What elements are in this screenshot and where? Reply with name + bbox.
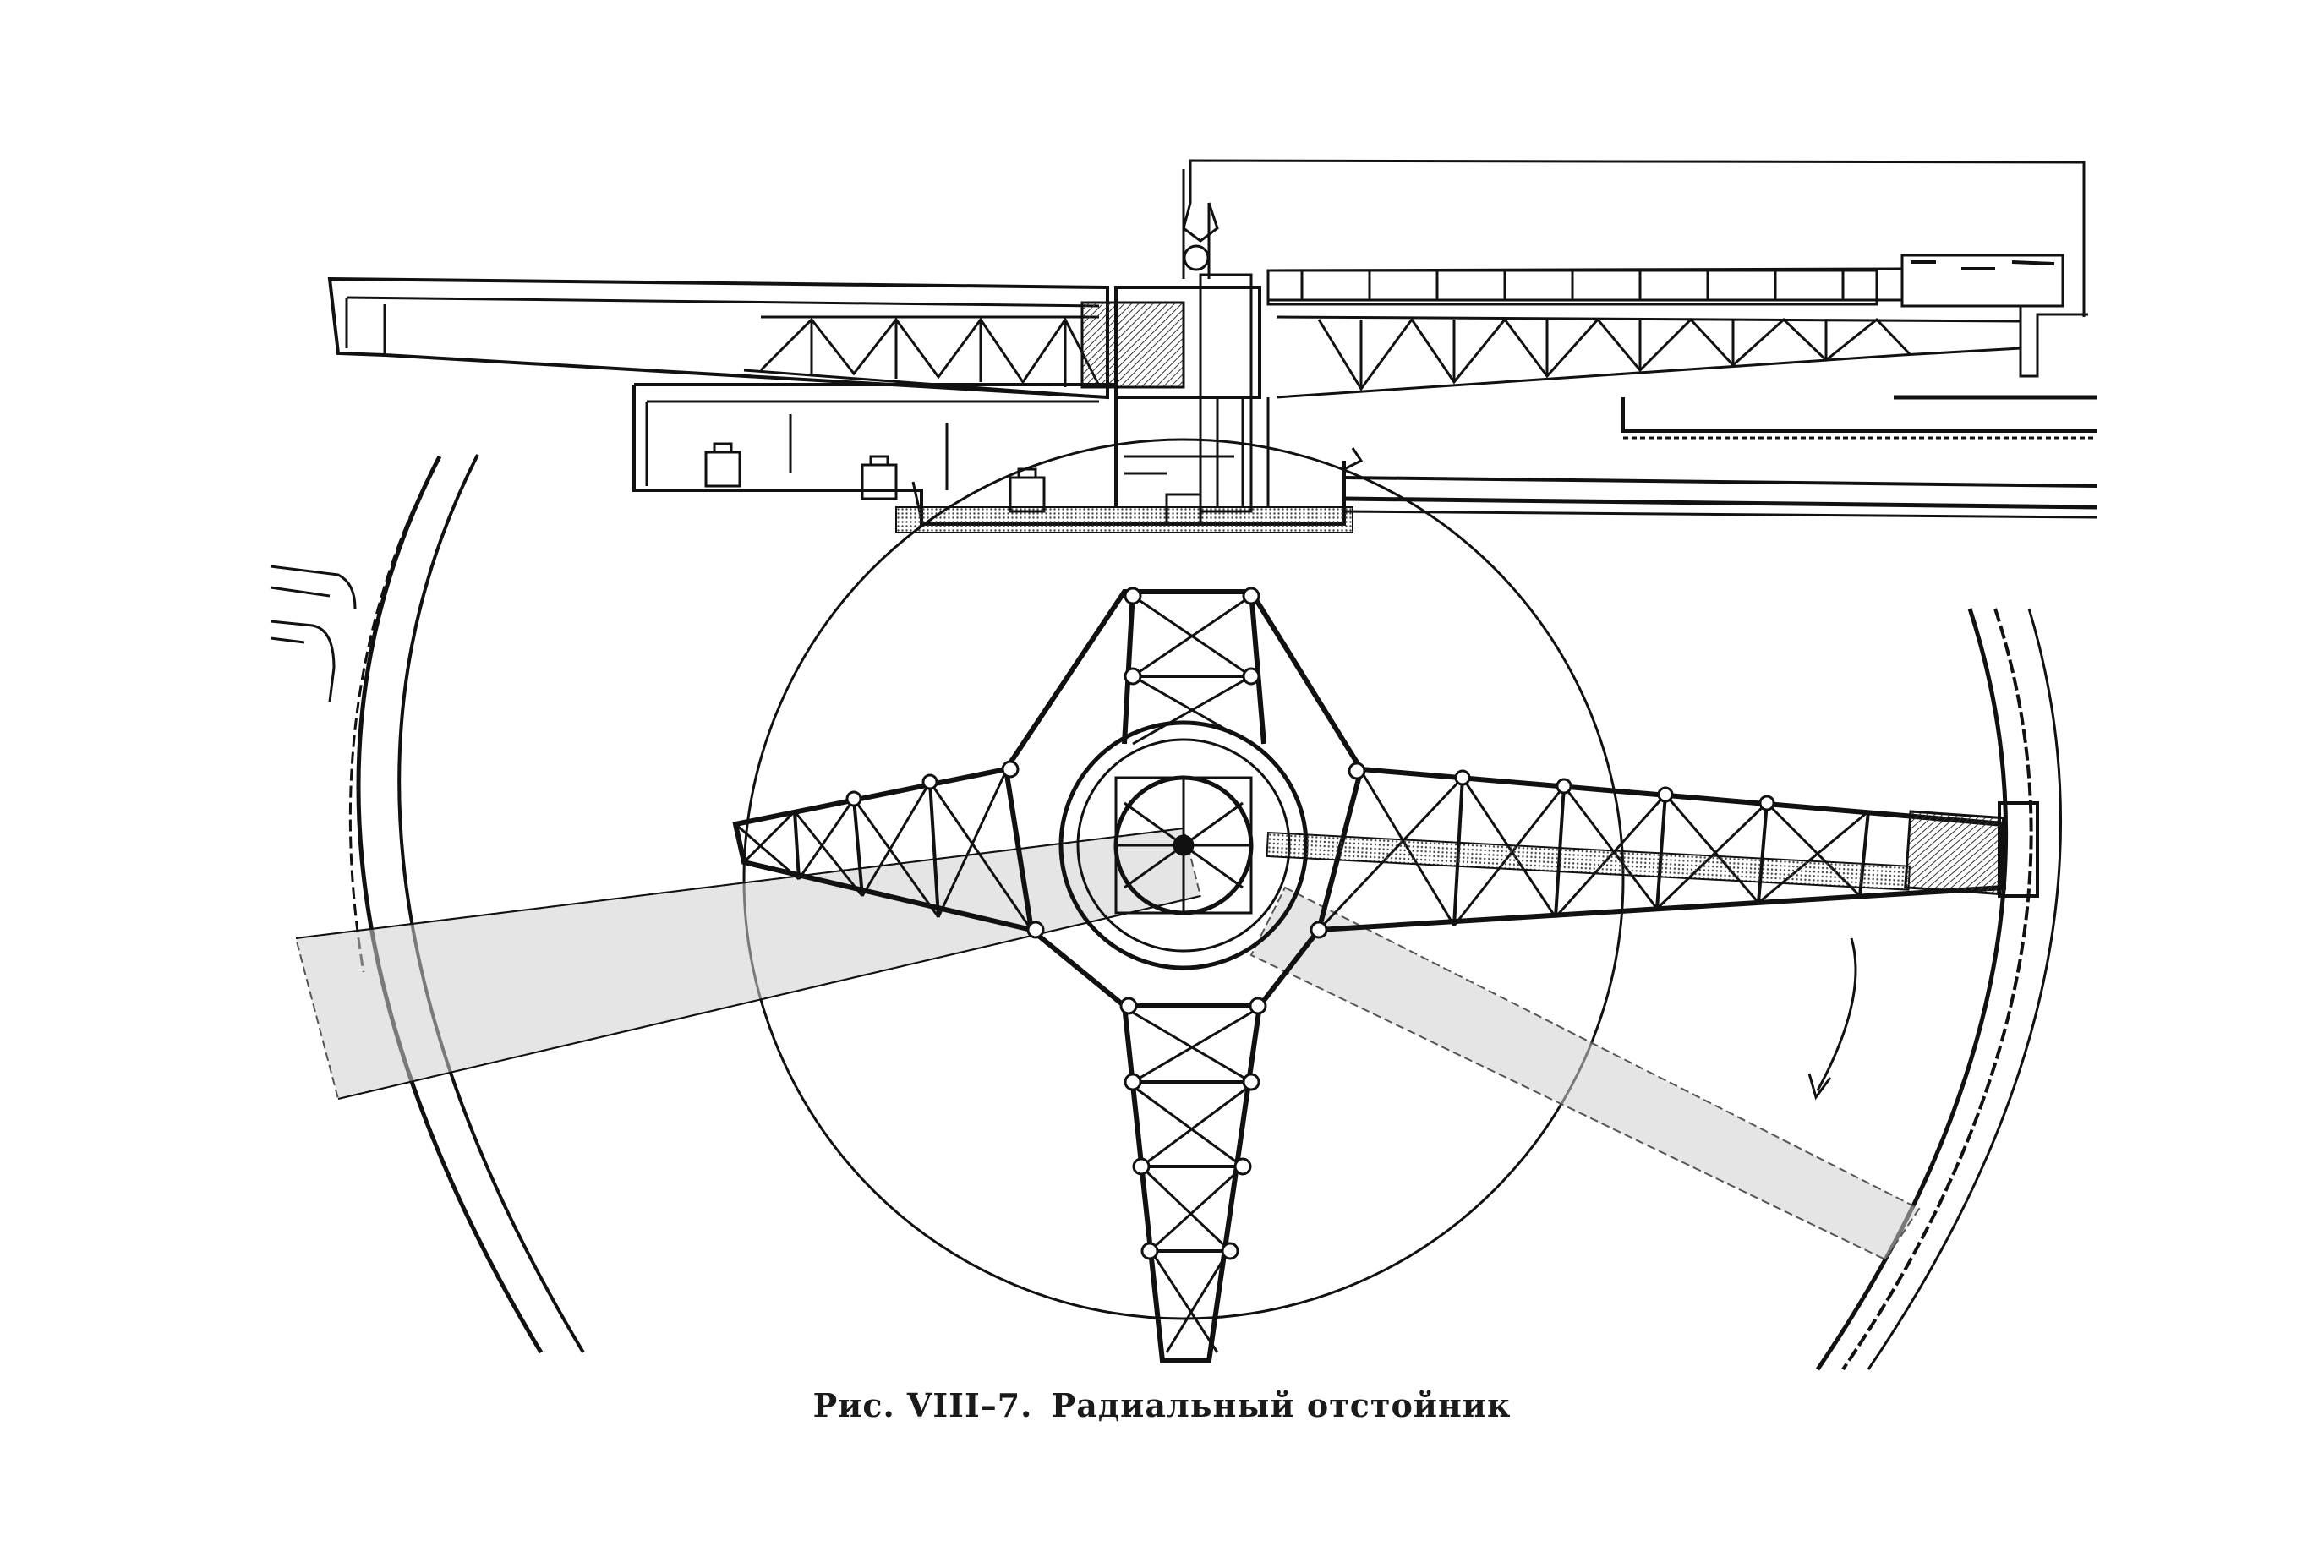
figure-title: Радиальный отстойник — [1051, 1386, 1512, 1424]
right-carriage — [1904, 810, 2005, 896]
truss-nodes — [845, 587, 1775, 1260]
truss-arm-right — [1318, 767, 2006, 932]
tank-wall-left — [356, 455, 544, 1354]
tank-wall-right — [1815, 608, 2009, 1371]
rotation-arrow — [1816, 937, 1857, 1091]
plan-view — [270, 438, 2063, 1371]
sludge-channels — [294, 827, 1921, 1261]
figure-number: Рис. VIII–7. — [812, 1386, 1033, 1424]
right-truss-diagonals — [1317, 317, 1912, 391]
section-view — [327, 159, 2097, 533]
truss-arm-bottom — [1122, 1005, 1262, 1363]
truss-arm-left — [732, 767, 1032, 932]
figure-caption: Рис. VIII–7. Радиальный отстойник — [0, 1386, 2324, 1424]
truss-arm-top — [1122, 589, 1266, 745]
left-truss-diagonals — [759, 317, 1101, 387]
inner-circle — [742, 438, 1625, 1320]
